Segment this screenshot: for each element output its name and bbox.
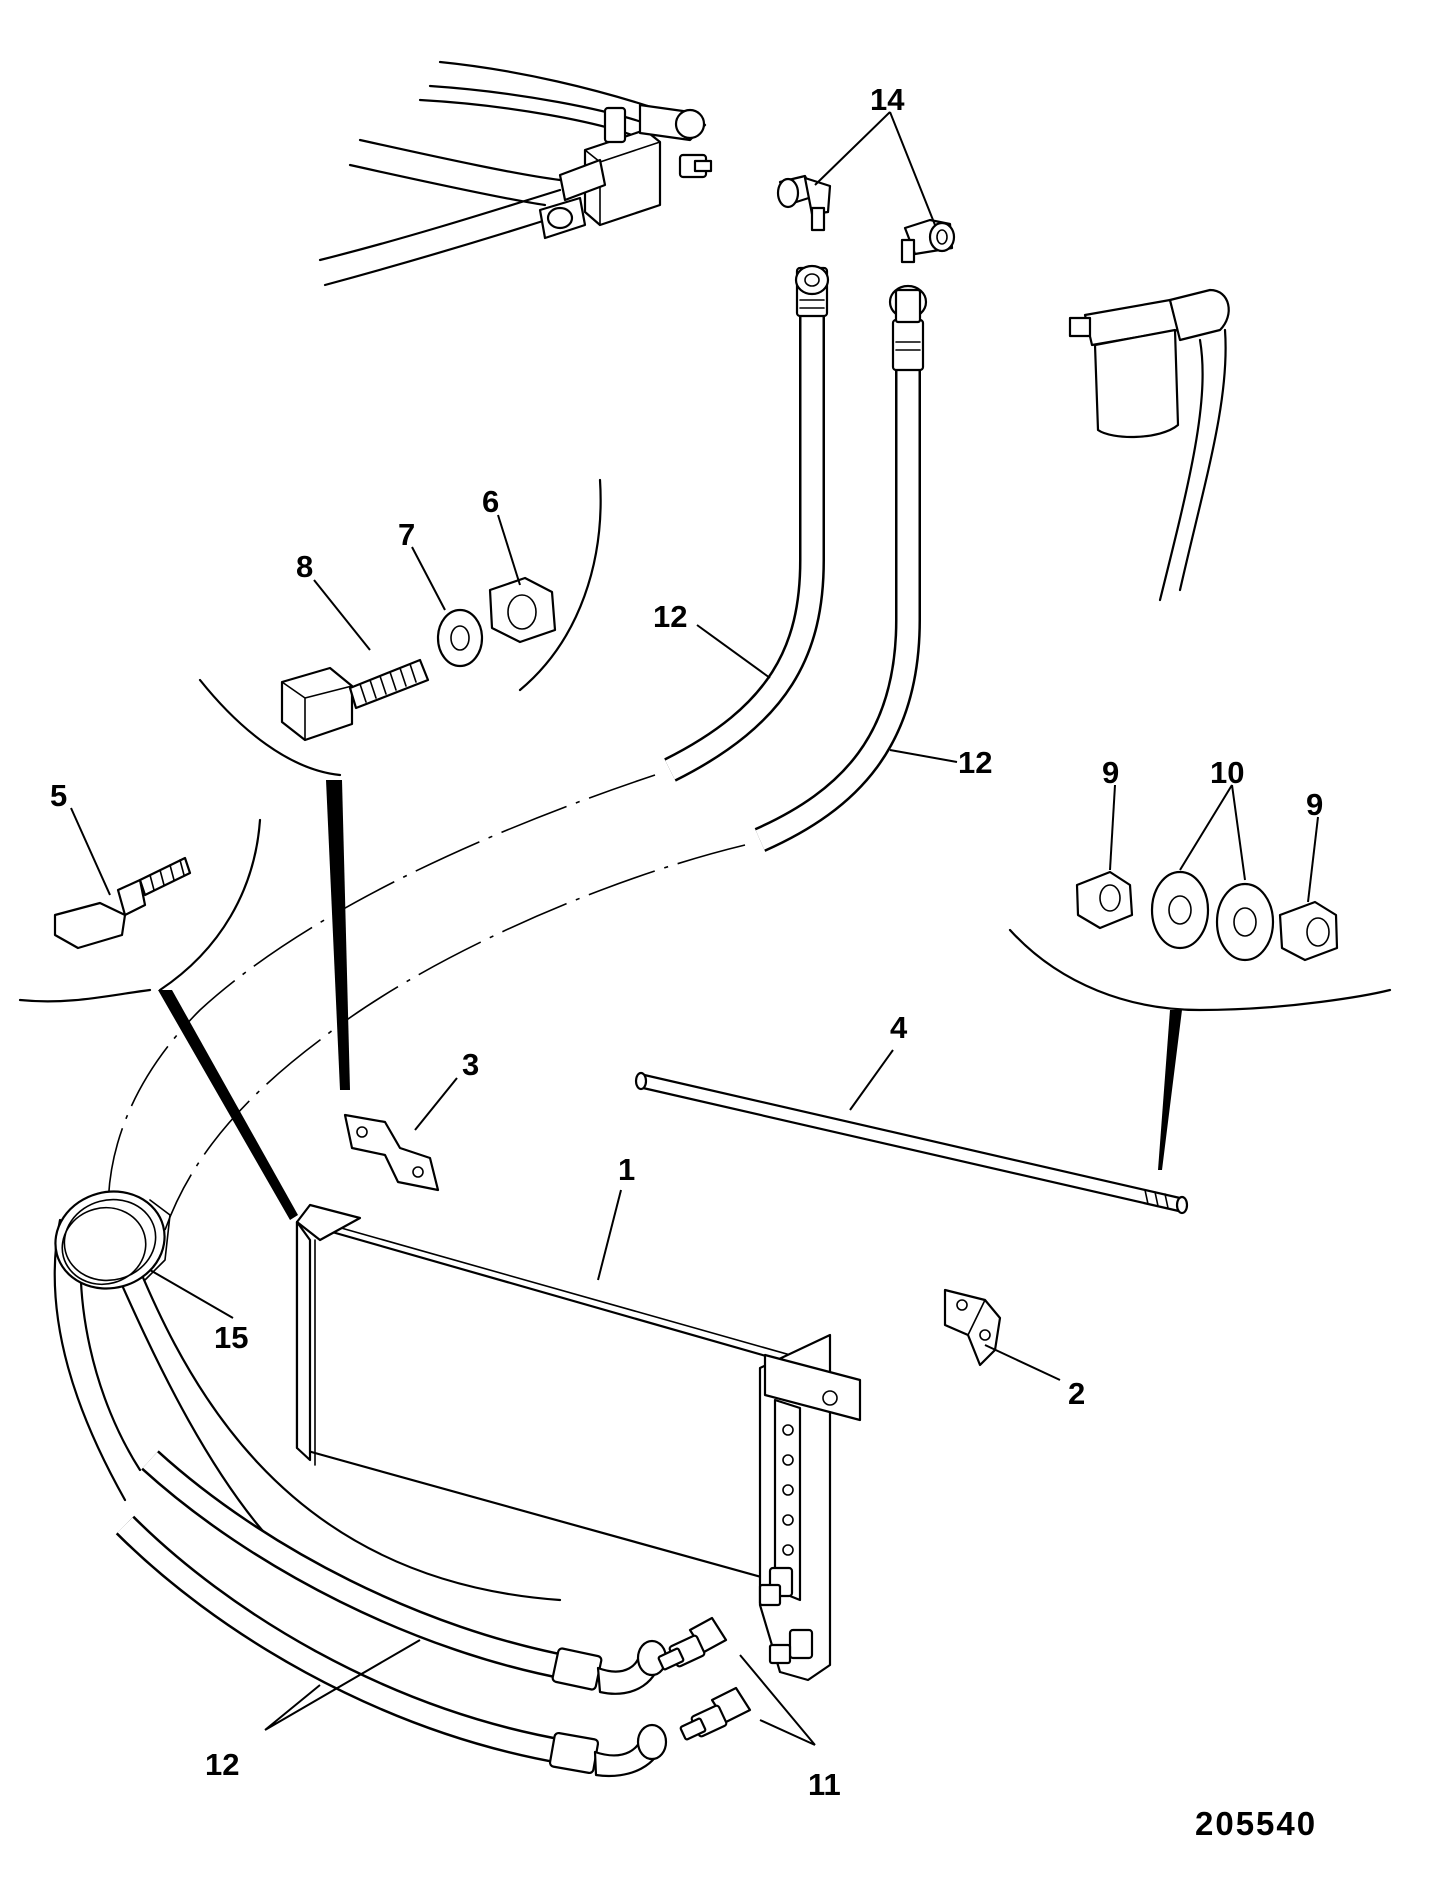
leader-lines [70,111,1319,1746]
elbow-fitting-icon [900,218,956,264]
hose-clip-ring-icon [54,1190,171,1290]
washer-icon [1215,882,1275,962]
oil-filter-icon [1068,288,1230,602]
callout-12: 12 [958,745,992,780]
hydraulic-hose-icon [141,1450,668,1695]
callout-12: 12 [205,1747,239,1782]
callout-wedge [326,780,350,1090]
angle-bracket-icon [943,1288,1002,1367]
callout-wedge [1158,1010,1182,1170]
hex-bolt-icon [280,658,430,742]
callout-wedge [158,990,298,1220]
callout-12: 12 [653,599,687,634]
hydraulic-hose-icon [754,284,928,852]
callout-1: 1 [618,1152,635,1187]
callout-9: 9 [1306,787,1323,822]
callout-4: 4 [890,1010,908,1045]
callout-9: 9 [1102,755,1119,790]
fastener-detail-callout [198,478,602,777]
callout-6: 6 [482,484,499,519]
callout-10: 10 [1210,755,1244,790]
oil-cooler-core-icon [295,1203,862,1682]
callout-5: 5 [50,778,67,813]
hex-nut-icon [1075,870,1134,930]
hex-nut-icon [1278,900,1339,962]
callout-15: 15 [214,1320,248,1355]
hydraulic-hose-icon [664,264,830,782]
nut-washer-detail-callout [1008,928,1392,1012]
callout-3: 3 [462,1047,479,1082]
callout-8: 8 [296,549,313,584]
hex-nut-icon [488,576,557,644]
mounting-bracket-icon [343,1113,440,1192]
reference-number: 205540 [1195,1805,1317,1842]
hydraulic-hose-icon [115,1515,668,1778]
callout-labels: 14 8 7 6 12 12 5 9 10 9 4 3 1 15 2 12 11… [50,82,1323,1842]
flat-washer-icon [436,608,484,668]
assembly-guide-lines [107,774,746,1241]
tie-rod-icon [634,1071,1189,1215]
hydraulic-valve-block-assembly [318,60,713,287]
adaptor-fitting-icon [679,1686,752,1741]
callout-11: 11 [808,1767,841,1802]
wing-bolt-detail-callout [18,818,262,1003]
callout-2: 2 [1068,1376,1085,1411]
washer-icon [1150,870,1210,950]
adaptor-fitting-icon [657,1616,728,1671]
callout-7: 7 [398,517,415,552]
wing-bolt-icon [53,856,192,950]
elbow-fitting-icon [776,174,832,232]
callout-14: 14 [870,82,905,117]
